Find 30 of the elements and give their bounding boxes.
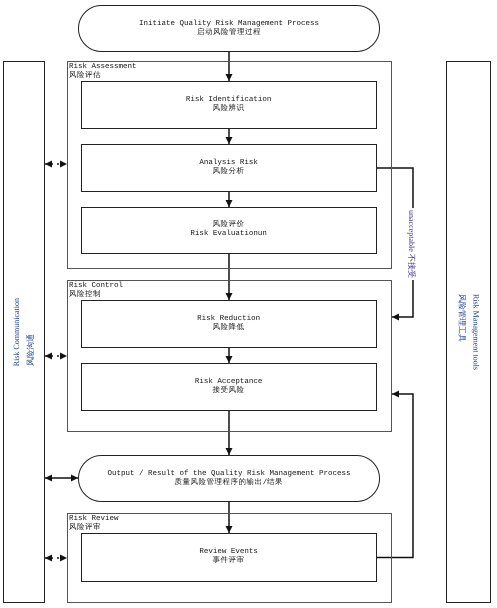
- start-terminal: [78, 5, 380, 52]
- arrow: [226, 348, 232, 363]
- group-frame: [67, 513, 392, 603]
- arrow: [226, 254, 232, 300]
- arrow: [45, 352, 67, 360]
- panel-label: 风险沟通: [25, 333, 36, 366]
- arrow: [226, 502, 232, 533]
- process-box: [80, 80, 377, 129]
- arrow: [45, 554, 67, 562]
- group-frame: [67, 61, 392, 269]
- process-box: [80, 206, 377, 254]
- process-box: [80, 144, 377, 192]
- arrow: [226, 52, 232, 81]
- process-box: [80, 362, 377, 411]
- end-terminal: [78, 455, 380, 502]
- arrow: [226, 192, 232, 207]
- panel-label: 风险管理工具: [456, 294, 468, 344]
- side-panel: [3, 61, 45, 603]
- arrow: [45, 474, 78, 482]
- process-box: [80, 532, 377, 582]
- panel-label: Risk Management tools: [470, 294, 482, 370]
- edge-label: unacceptable 不接受: [406, 208, 416, 280]
- arrow: [377, 390, 414, 558]
- group-frame: [67, 280, 392, 432]
- arrow: [45, 160, 67, 168]
- side-panel: [446, 61, 491, 603]
- panel-label: Risk Communication: [11, 298, 22, 366]
- arrow: [226, 411, 232, 455]
- process-box: [80, 300, 377, 348]
- arrow: [226, 129, 232, 144]
